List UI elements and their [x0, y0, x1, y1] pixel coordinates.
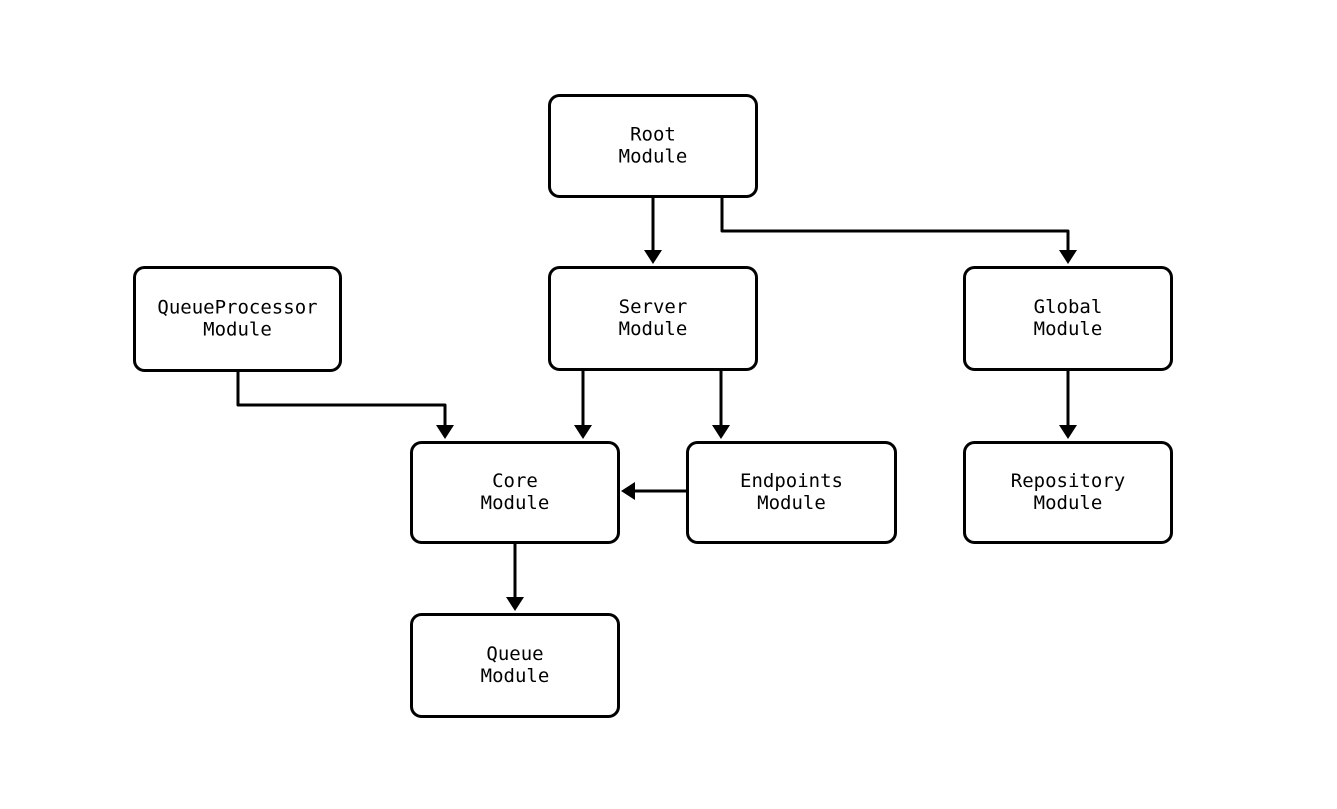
edge-endpoints-to-core — [621, 482, 686, 500]
edge-server-to-core — [574, 371, 592, 439]
core-module-node-label-line-0: Core — [492, 470, 538, 492]
edge-server-to-endpoints-arrowhead — [712, 425, 730, 439]
endpoints-module-node-label-line-0: Endpoints — [740, 470, 843, 492]
edge-server-to-endpoints — [712, 371, 730, 439]
edge-root-to-global-arrowhead — [1059, 250, 1077, 264]
edge-global-to-repository — [1059, 371, 1077, 439]
edge-root-to-server-arrowhead — [644, 250, 662, 264]
root-module-node-label-line-1: Module — [619, 146, 688, 168]
root-module-node-label-line-0: Root — [630, 124, 676, 146]
endpoints-module-node-label-line-1: Module — [757, 492, 826, 514]
queue-module-node-box[interactable] — [410, 613, 620, 718]
edge-queueprocessor-to-core-line — [236, 372, 447, 433]
queueprocessor-module-node-label-line-1: Module — [203, 319, 272, 341]
edge-global-to-repository-arrowhead — [1059, 425, 1077, 439]
edge-root-to-global — [720, 198, 1077, 264]
global-module-node-box[interactable] — [963, 266, 1173, 371]
repository-module-node-box[interactable] — [963, 441, 1173, 544]
nodes-layer: RootModuleQueueProcessorModuleServerModu… — [133, 94, 1173, 718]
global-module-node-label-line-0: Global — [1034, 296, 1103, 318]
edge-core-to-queue — [506, 544, 524, 611]
global-module-node-label-line-1: Module — [1034, 318, 1103, 340]
queueprocessor-module-node-box[interactable] — [133, 266, 342, 372]
repository-module-node-label-line-1: Module — [1034, 492, 1103, 514]
queueprocessor-module-node-label-line-0: QueueProcessor — [157, 297, 317, 319]
edge-endpoints-to-core-arrowhead — [621, 482, 635, 500]
core-module-node-label-line-1: Module — [481, 492, 550, 514]
edge-core-to-queue-arrowhead — [506, 597, 524, 611]
repository-module-node-label-line-0: Repository — [1011, 470, 1125, 492]
edge-queueprocessor-to-core-arrowhead — [436, 425, 454, 439]
queue-module-node-label-line-1: Module — [481, 665, 550, 687]
server-module-node-label-line-1: Module — [619, 318, 688, 340]
server-module-node-box[interactable] — [548, 266, 758, 371]
server-module-node-label-line-0: Server — [619, 296, 688, 318]
edges-layer — [236, 198, 1077, 611]
core-module-node-box[interactable] — [410, 441, 620, 544]
endpoints-module-node-box[interactable] — [686, 441, 897, 544]
root-module-node-box[interactable] — [548, 94, 758, 198]
edge-server-to-core-arrowhead — [574, 425, 592, 439]
edge-root-to-server — [644, 198, 662, 264]
queue-module-node-label-line-0: Queue — [486, 643, 543, 665]
edge-root-to-global-line — [720, 198, 1070, 258]
edge-queueprocessor-to-core — [236, 372, 454, 439]
